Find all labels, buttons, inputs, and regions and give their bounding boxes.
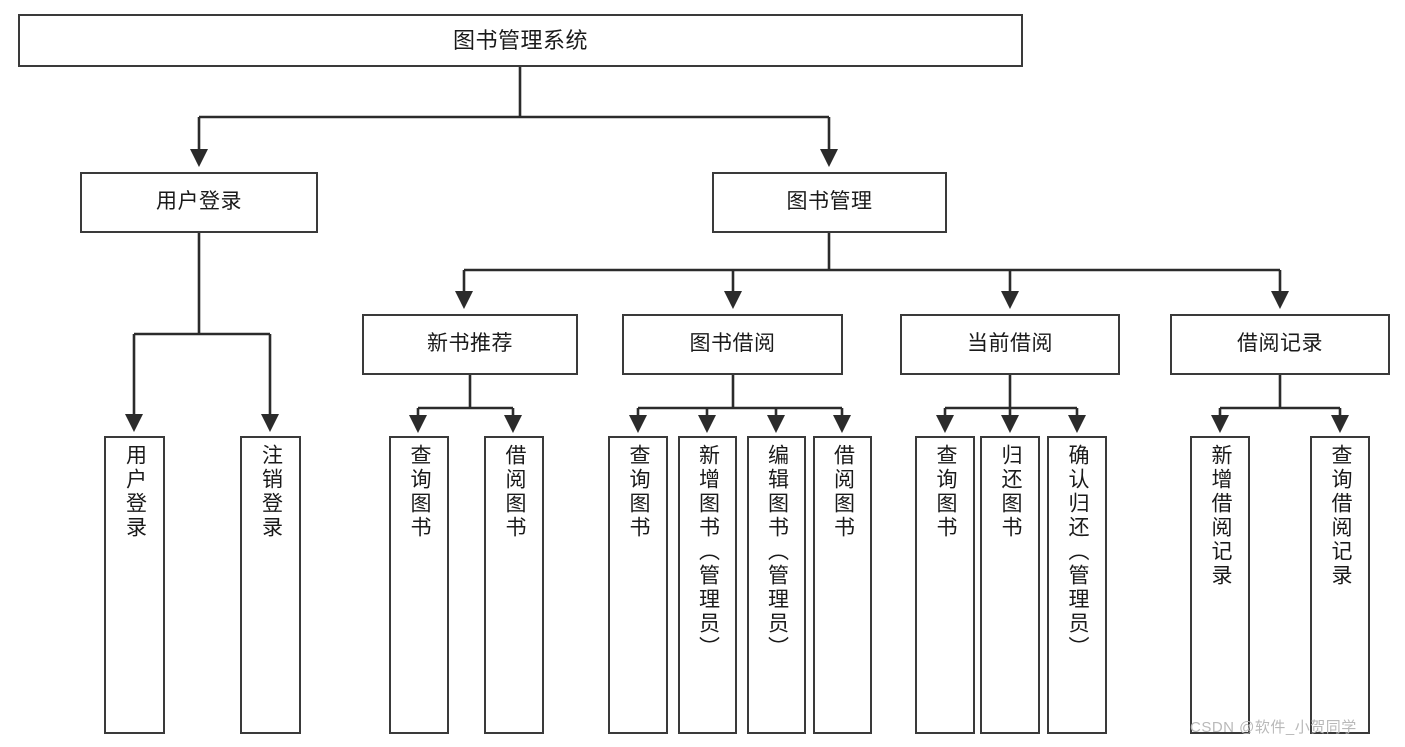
leaf-current-borrow-query-book[interactable]: 查询图书 xyxy=(915,436,975,734)
node-label: 借阅图书 xyxy=(831,444,855,540)
node-label: 用户登录 xyxy=(123,444,147,540)
node-label: 借阅记录 xyxy=(1237,332,1323,356)
leaf-user-login-login[interactable]: 用户登录 xyxy=(104,436,165,734)
node-label: 查询图书 xyxy=(934,444,958,540)
node-label: 图书借阅 xyxy=(689,332,776,356)
node-root-book-management-system[interactable]: 图书管理系统 xyxy=(18,14,1023,67)
node-label: 注销登录 xyxy=(259,444,283,540)
node-new-book-recommend[interactable]: 新书推荐 xyxy=(362,314,578,375)
leaf-current-borrow-return-book[interactable]: 归还图书 xyxy=(980,436,1040,734)
node-borrow-record[interactable]: 借阅记录 xyxy=(1170,314,1390,375)
node-book-borrow[interactable]: 图书借阅 xyxy=(622,314,843,375)
node-label: 图书管理系统 xyxy=(452,27,588,53)
node-label: 查询借阅记录 xyxy=(1329,444,1353,588)
node-label: 新增图书（管理员） xyxy=(696,444,720,660)
node-label: 借阅图书 xyxy=(503,444,527,540)
leaf-book-borrow-edit-book-admin[interactable]: 编辑图书（管理员） xyxy=(747,436,806,734)
node-label: 编辑图书（管理员） xyxy=(765,444,789,660)
connector-lines xyxy=(124,67,1350,434)
leaf-current-borrow-confirm-return-admin[interactable]: 确认归还（管理员） xyxy=(1047,436,1107,734)
leaf-book-borrow-query-book[interactable]: 查询图书 xyxy=(608,436,668,734)
leaf-borrow-record-query-record[interactable]: 查询借阅记录 xyxy=(1310,436,1370,734)
leaf-borrow-record-add-record[interactable]: 新增借阅记录 xyxy=(1190,436,1250,734)
leaf-new-book-query-book[interactable]: 查询图书 xyxy=(389,436,449,734)
leaf-book-borrow-add-book-admin[interactable]: 新增图书（管理员） xyxy=(678,436,737,734)
node-label: 新书推荐 xyxy=(427,332,513,356)
node-current-borrow[interactable]: 当前借阅 xyxy=(900,314,1120,375)
node-label: 查询图书 xyxy=(408,444,432,540)
node-label: 归还图书 xyxy=(999,444,1023,540)
node-label: 新增借阅记录 xyxy=(1209,444,1233,588)
node-label: 当前借阅 xyxy=(967,332,1053,356)
node-label: 用户登录 xyxy=(156,190,242,214)
node-label: 确认归还（管理员） xyxy=(1066,444,1090,660)
node-book-management[interactable]: 图书管理 xyxy=(712,172,947,233)
node-user-login[interactable]: 用户登录 xyxy=(80,172,318,233)
leaf-user-login-logout[interactable]: 注销登录 xyxy=(240,436,301,734)
leaf-new-book-borrow-book[interactable]: 借阅图书 xyxy=(484,436,544,734)
node-label: 图书管理 xyxy=(786,190,873,214)
leaf-book-borrow-borrow-book[interactable]: 借阅图书 xyxy=(813,436,872,734)
node-label: 查询图书 xyxy=(627,444,651,540)
